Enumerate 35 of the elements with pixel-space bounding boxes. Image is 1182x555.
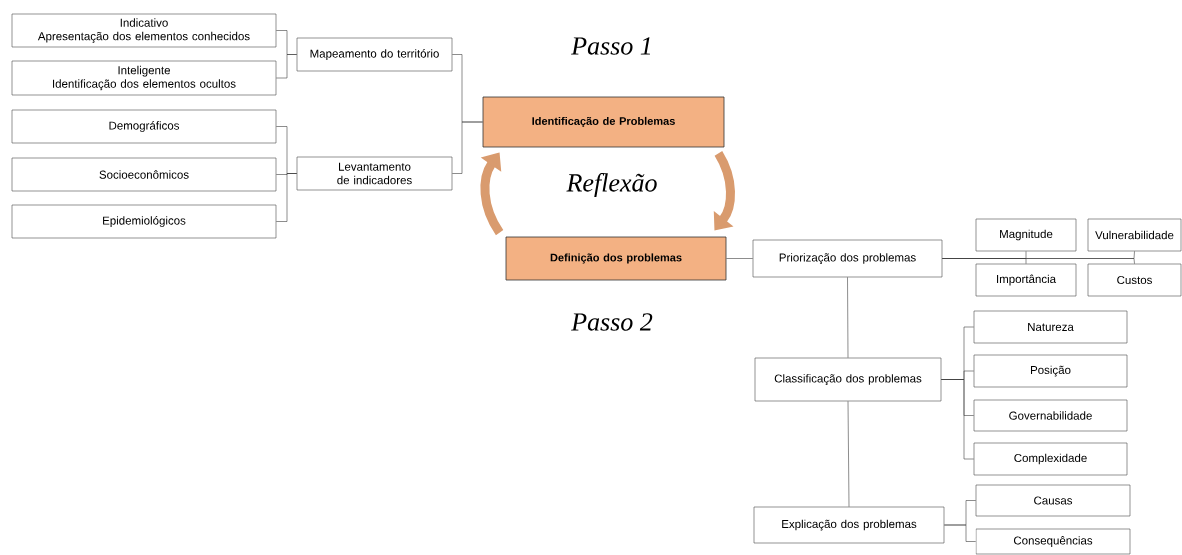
topic-box: Classificação dos problemas	[754, 357, 942, 402]
problem-box: Identificação de Problemas	[482, 96, 725, 148]
topic-box: Inteligente Identificação dos elementos ocultos	[11, 60, 277, 96]
topic-box: Custos	[1087, 263, 1182, 297]
topic-box: Levantamento de indicadores	[296, 156, 453, 191]
topic-box: Indicativo Apresentação dos elementos conhecidos	[11, 13, 277, 48]
topic-box: Socioeconômicos	[11, 157, 277, 192]
connector-line	[452, 121, 483, 174]
topic-box: Priorização dos problemas	[752, 239, 943, 278]
topic-box: Posição	[973, 354, 1128, 388]
topic-box: Demográficos	[11, 109, 277, 144]
cycle-label: Reflexão	[566, 173, 657, 197]
topic-box: Mapeamento do território	[296, 37, 453, 72]
topic-box: Complexidade	[973, 442, 1128, 476]
connector-line	[276, 173, 297, 222]
topic-box: Vulnerabilidade	[1087, 218, 1182, 252]
topic-box: Governabilidade	[973, 399, 1128, 432]
curved-arrow	[713, 151, 735, 231]
topic-box: Epidemiológicos	[11, 204, 277, 239]
topic-box: Magnitude	[975, 218, 1077, 252]
problem-box: Definição dos problemas	[505, 236, 727, 281]
connector-line	[847, 401, 850, 507]
connector-line	[944, 524, 976, 542]
step-title: Passo 1	[571, 37, 650, 55]
topic-box: Causas	[975, 484, 1131, 517]
step-title: Passo 2	[571, 313, 653, 331]
connector-line	[847, 277, 849, 358]
topic-box: Consequências	[975, 528, 1131, 555]
topic-box: Natureza	[973, 310, 1128, 344]
connector-line	[276, 54, 297, 79]
topic-box: Importância	[975, 263, 1077, 297]
connector-line	[726, 258, 753, 259]
topic-box: Explicação dos problemas	[753, 506, 945, 544]
connector-line	[941, 379, 974, 460]
connector-line	[942, 258, 1135, 264]
